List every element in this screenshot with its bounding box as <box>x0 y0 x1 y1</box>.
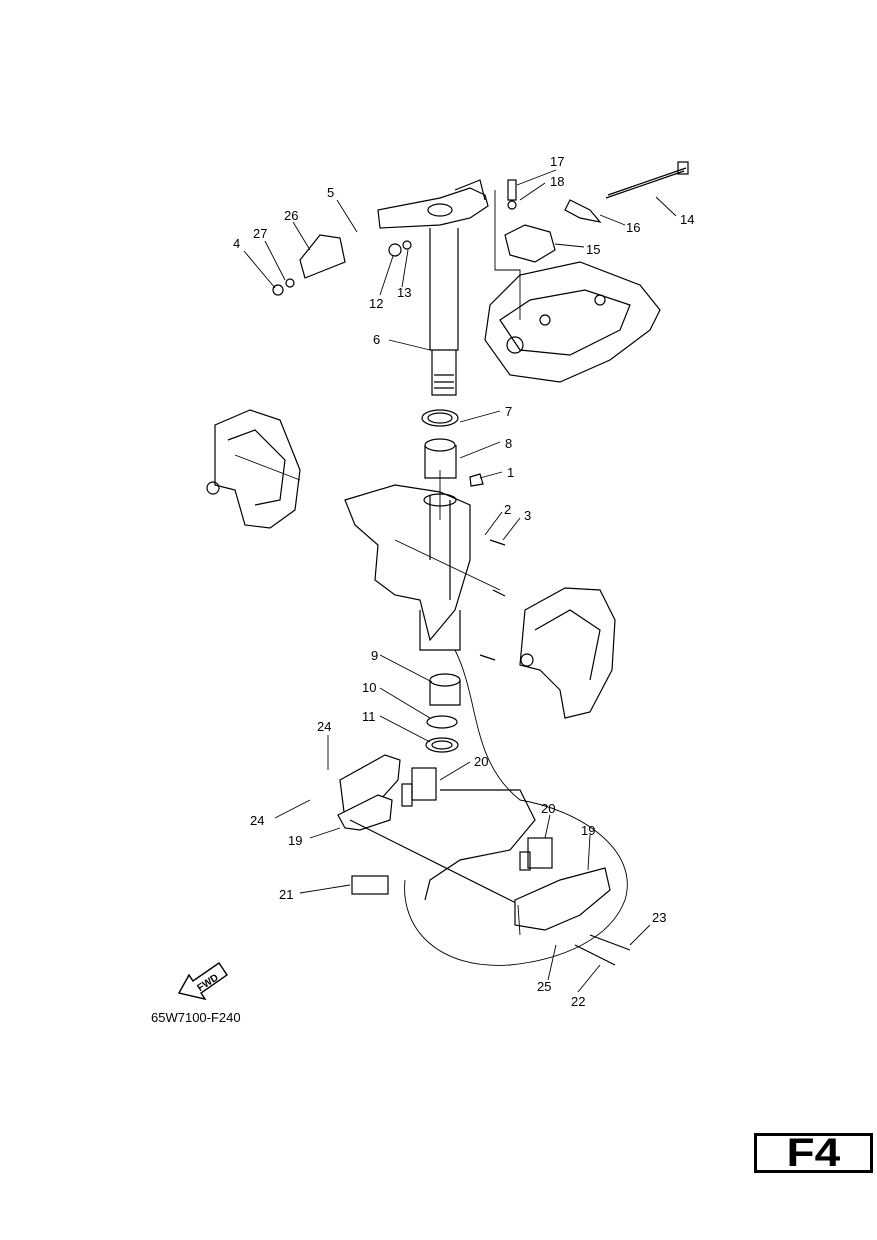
callout-c12: 12 <box>369 296 383 311</box>
callout-c20a: 20 <box>474 754 488 769</box>
left-clamp-bracket <box>206 409 301 529</box>
callout-leaders <box>243 169 677 993</box>
callout-c17: 17 <box>550 154 564 169</box>
callout-c26: 26 <box>284 208 298 223</box>
callout-c3: 3 <box>524 508 531 523</box>
callout-c4: 4 <box>233 236 240 251</box>
callout-c8: 8 <box>505 436 512 451</box>
callout-c19a: 19 <box>288 833 302 848</box>
page-badge-label: F4 <box>786 1131 841 1175</box>
swivel-bracket <box>344 484 471 651</box>
callout-c10: 10 <box>362 680 376 695</box>
callout-c14: 14 <box>680 212 694 227</box>
lower-mount-assembly <box>337 754 611 931</box>
callout-c22: 22 <box>571 994 585 1009</box>
callout-c23: 23 <box>652 910 666 925</box>
fwd-arrow-icon: FWD <box>177 962 228 1001</box>
callout-c1: 1 <box>507 465 514 480</box>
bushing-parts <box>421 409 484 753</box>
callout-c9: 9 <box>371 648 378 663</box>
callout-c5: 5 <box>327 185 334 200</box>
part-code: 65W7100-F240 <box>151 1010 241 1025</box>
callout-c11: 11 <box>362 709 376 724</box>
callout-c2: 2 <box>504 502 511 517</box>
callout-c6: 6 <box>373 332 380 347</box>
page-badge: F4 <box>754 1133 873 1173</box>
cable-clamp <box>504 199 602 263</box>
bolts <box>272 161 689 966</box>
callout-c16: 16 <box>626 220 640 235</box>
callout-c25: 25 <box>537 979 551 994</box>
callout-c18: 18 <box>550 174 564 189</box>
callout-c19b: 19 <box>581 823 595 838</box>
callout-c27: 27 <box>253 226 267 241</box>
callout-c7: 7 <box>505 404 512 419</box>
callout-c15: 15 <box>586 242 600 257</box>
right-clamp-bracket <box>519 587 616 719</box>
callout-c21: 21 <box>279 887 293 902</box>
callout-c24a: 24 <box>317 719 331 734</box>
callout-c13: 13 <box>397 285 411 300</box>
bracket-plate-26 <box>299 234 346 279</box>
guide-lines <box>234 190 628 966</box>
callout-c24b: 24 <box>250 813 264 828</box>
steering-shaft-assembly <box>377 179 489 396</box>
upper-casing-plate <box>484 261 661 383</box>
callout-c20b: 20 <box>541 801 555 816</box>
